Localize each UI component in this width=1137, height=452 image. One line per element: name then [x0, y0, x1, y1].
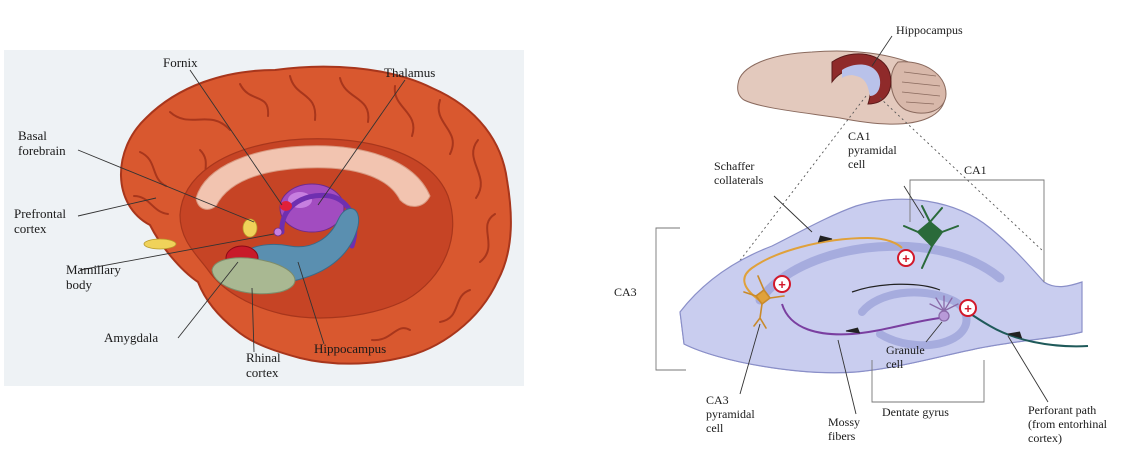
label-granule-line1: Granule: [886, 343, 925, 357]
label-rhinal-cortex: Rhinal cortex: [246, 350, 284, 380]
label-mossy-fibers: Mossy fibers: [828, 415, 863, 443]
label-perforant-line3: cortex): [1028, 431, 1062, 445]
label-fornix: Fornix: [163, 55, 198, 70]
label-thalamus: Thalamus: [384, 65, 435, 80]
anterior-thalamic-nucleus: [280, 201, 292, 211]
basal-forebrain: [243, 219, 257, 237]
medial-brain-illustration: Fornix Thalamus Basal forebrain Prefront…: [4, 50, 524, 386]
label-ca1-cell-line3: cell: [848, 157, 866, 171]
label-hippocampus-top: Hippocampus: [896, 23, 963, 37]
label-perforant-line2: (from entorhinal: [1028, 417, 1108, 431]
label-mossy-line1: Mossy: [828, 415, 860, 429]
label-rhinal-line1: Rhinal: [246, 350, 281, 365]
cerebellum: [891, 62, 946, 113]
label-ca3-cell-line3: cell: [706, 421, 724, 435]
label-mamillary-line1: Mamillary: [66, 262, 121, 277]
label-amygdala: Amygdala: [104, 330, 158, 345]
label-perforant-line1: Perforant path: [1028, 403, 1096, 417]
label-ca3: CA3: [614, 285, 637, 299]
label-hippocampus-left: Hippocampus: [314, 341, 386, 356]
hippocampal-circuit-illustration: Hippocampus: [614, 23, 1110, 445]
label-ca3-cell-line2: pyramidal: [706, 407, 755, 421]
label-ca1-pyramidal-cell: CA1 pyramidal cell: [848, 129, 900, 171]
label-prefrontal-line2: cortex: [14, 221, 47, 236]
label-schaffer-line1: Schaffer: [714, 159, 754, 173]
label-schaffer-line2: collaterals: [714, 173, 764, 187]
synapse-marker-granule: +: [960, 300, 976, 316]
synapse-plus-ca3: +: [778, 277, 786, 292]
label-ca1: CA1: [964, 163, 987, 177]
label-ca3-cell-line1: CA3: [706, 393, 729, 407]
olfactory-bulb: [144, 239, 176, 249]
label-rhinal-line2: cortex: [246, 365, 279, 380]
ca3-bracket: [656, 228, 686, 370]
label-mamillary-line2: body: [66, 277, 93, 292]
rodent-brain-thumbnail: [738, 51, 946, 124]
label-schaffer-collaterals: Schaffer collaterals: [714, 159, 764, 187]
label-ca1-cell-line2: pyramidal: [848, 143, 897, 157]
label-mossy-line2: fibers: [828, 429, 856, 443]
leader-perforant: [1008, 336, 1048, 402]
leader-schaffer: [774, 196, 812, 232]
synapse-plus-granule: +: [964, 301, 972, 316]
label-ca1-cell-line1: CA1: [848, 129, 871, 143]
label-prefrontal-line1: Prefrontal: [14, 206, 66, 221]
label-perforant-path: Perforant path (from entorhinal cortex): [1028, 403, 1110, 445]
label-basal-forebrain-line2: forebrain: [18, 143, 66, 158]
label-granule-line2: cell: [886, 357, 904, 371]
synapse-marker-ca3: +: [774, 276, 790, 292]
label-ca3-pyramidal-cell: CA3 pyramidal cell: [706, 393, 758, 435]
synapse-plus-ca1: +: [902, 251, 910, 266]
label-dentate-gyrus: Dentate gyrus: [882, 405, 949, 419]
label-basal-forebrain-line1: Basal: [18, 128, 47, 143]
mamillary-body: [274, 228, 282, 236]
synapse-marker-ca1: +: [898, 250, 914, 266]
